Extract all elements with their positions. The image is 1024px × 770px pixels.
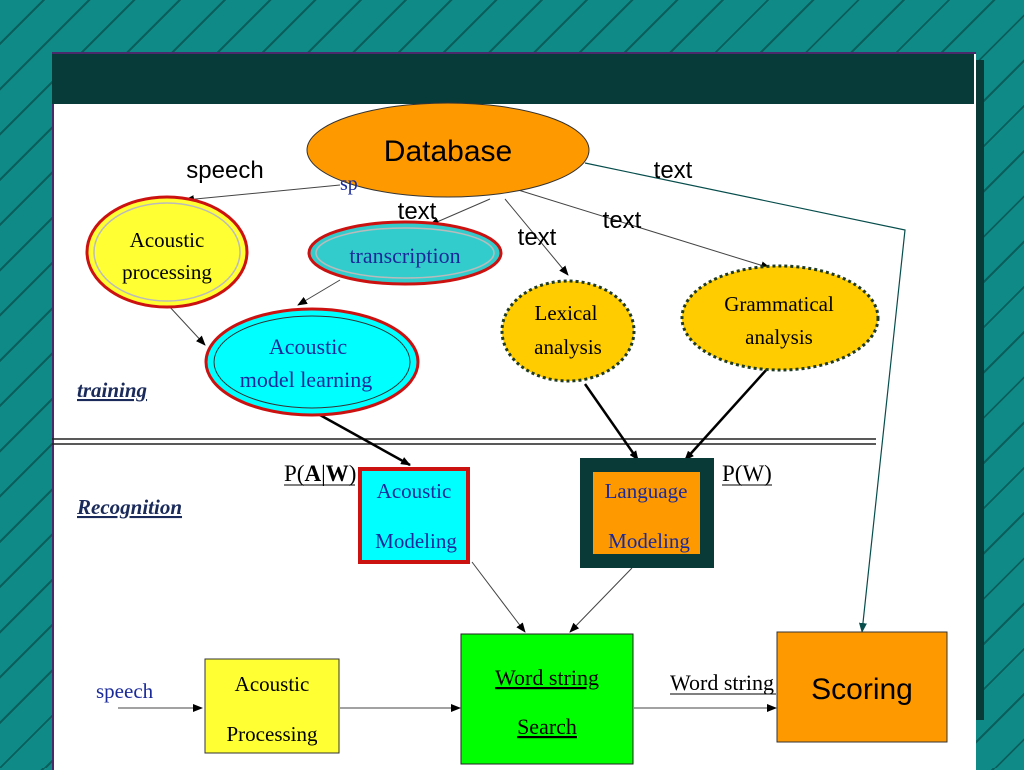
word-string-search-line2: Search	[517, 714, 577, 739]
acoustic-processing-box[interactable]: Acoustic Processing	[204, 658, 340, 754]
label-word-string-output: Word string	[670, 670, 774, 695]
edges	[118, 162, 906, 712]
word-string-search-line1: Word string	[495, 665, 599, 690]
edge-transcription-to-learning	[297, 279, 341, 306]
acoustic-modeling-line2: Modeling	[375, 529, 457, 553]
edge-learning-to-acoustic-modeling	[319, 413, 411, 467]
edge-database-to-scoring	[584, 162, 906, 633]
database-node[interactable]: Database	[306, 102, 590, 198]
acoustic-model-learning-line2: model learning	[240, 367, 373, 392]
edge-labels: sp speech text text text text P(A|W) P(W…	[96, 157, 776, 703]
label-text-lexical: text	[518, 224, 557, 251]
label-p-a-w: P(A|W)	[284, 461, 356, 486]
transcription-node[interactable]: transcription	[307, 220, 503, 286]
section-labels: training Recognition	[76, 378, 182, 519]
grammatical-analysis-line2: analysis	[745, 325, 813, 349]
label-speech-input: speech	[96, 679, 154, 703]
acoustic-model-learning-line1: Acoustic	[269, 334, 347, 359]
acoustic-modeling-box[interactable]: Acoustic Modeling	[358, 467, 470, 564]
language-modeling-box[interactable]: Language Modeling	[580, 458, 714, 568]
label-p-w: P(W)	[722, 461, 772, 486]
edge-database-to-acoustic-processing	[184, 184, 341, 204]
lexical-analysis-line1: Lexical	[535, 301, 598, 325]
lexical-analysis-node[interactable]: Lexical analysis	[500, 279, 636, 383]
edge-database-to-transcription	[429, 198, 491, 226]
acoustic-modeling-line1: Acoustic	[377, 479, 452, 503]
acoustic-model-learning-node[interactable]: Acoustic model learning	[204, 307, 420, 417]
transcription-label: transcription	[349, 243, 460, 268]
acoustic-processing-oval[interactable]: Acoustic processing	[85, 195, 249, 309]
acoustic-processing-box-line1: Acoustic	[235, 672, 310, 696]
title-bar	[52, 52, 974, 104]
language-modeling-line2: Modeling	[608, 529, 690, 553]
grammatical-analysis-node[interactable]: Grammatical analysis	[680, 264, 880, 372]
edge-lexical-to-language-modeling	[583, 383, 640, 461]
edge-acoustic-modeling-to-search	[471, 561, 526, 633]
word-string-search-box[interactable]: Word string Search	[460, 633, 634, 765]
section-divider	[52, 438, 876, 445]
acoustic-processing-box-line2: Processing	[227, 722, 318, 746]
label-speech-partial: sp	[340, 173, 358, 195]
edge-database-to-lexical	[504, 198, 569, 276]
grammatical-analysis-line1: Grammatical	[724, 292, 834, 316]
edge-language-modeling-to-search	[569, 567, 633, 633]
database-label: Database	[384, 135, 512, 168]
section-label-recognition: Recognition	[76, 495, 182, 519]
edge-database-to-grammatical	[514, 188, 771, 270]
scoring-box[interactable]: Scoring	[776, 631, 948, 743]
edge-grammatical-to-language-modeling	[684, 367, 769, 461]
label-text-transcription: text	[398, 198, 437, 225]
section-label-training: training	[77, 378, 147, 402]
scoring-label: Scoring	[811, 673, 913, 706]
language-modeling-line1: Language	[605, 479, 688, 503]
label-text-right: text	[654, 157, 693, 184]
edge-acoustic-oval-to-learning	[167, 304, 206, 346]
label-text-grammatical: text	[603, 207, 642, 234]
lexical-analysis-line2: analysis	[534, 335, 602, 359]
acoustic-processing-oval-line1: Acoustic	[130, 228, 205, 252]
acoustic-processing-oval-line2: processing	[122, 260, 212, 284]
label-speech-top: speech	[186, 157, 263, 184]
